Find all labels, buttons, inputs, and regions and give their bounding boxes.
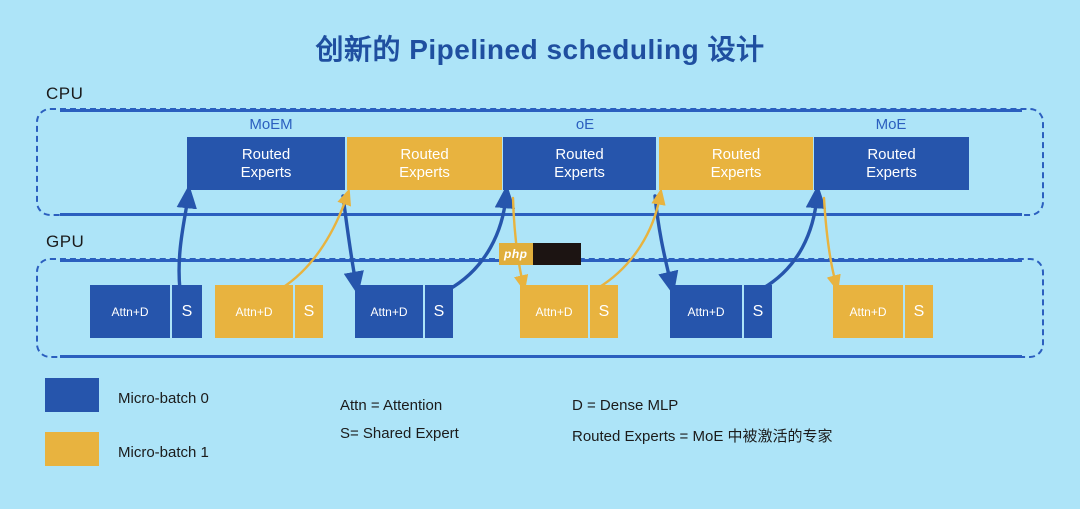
block-label-line2: Experts bbox=[710, 163, 762, 181]
cpu-lane-bottom-rail bbox=[60, 213, 1022, 216]
cpu-lane-top-rail bbox=[60, 109, 1022, 112]
php-logo-badge: php bbox=[499, 243, 533, 265]
block-label-line1: Routed bbox=[555, 145, 604, 163]
gpu-attention-dense-block: Attn+D bbox=[355, 285, 423, 338]
legend-label: Micro-batch 1 bbox=[118, 444, 209, 461]
gpu-attention-dense-block: Attn+D bbox=[670, 285, 742, 338]
cpu-group-caption: oE bbox=[575, 116, 595, 133]
block-label-line1: Routed bbox=[241, 145, 291, 163]
page-title: 创新的 Pipelined scheduling 设计 bbox=[315, 34, 765, 65]
block-label-line1: Routed bbox=[867, 145, 916, 163]
gpu-shared-expert-block: S bbox=[425, 285, 453, 338]
gpu-attention-dense-block: Attn+D bbox=[833, 285, 903, 338]
cpu-lane-label: CPU bbox=[46, 84, 84, 103]
gpu-shared-expert-block: S bbox=[590, 285, 618, 338]
block-label-line1: Routed bbox=[400, 145, 449, 163]
gpu-shared-expert-block: S bbox=[905, 285, 933, 338]
php-watermark: php bbox=[499, 243, 581, 265]
gpu-attention-dense-block: Attn+D bbox=[215, 285, 293, 338]
gpu-lane-bottom-rail bbox=[60, 355, 1022, 358]
block-label-line2: Experts bbox=[866, 163, 917, 181]
block-label-line1: Routed bbox=[711, 145, 761, 163]
gpu-lane-label: GPU bbox=[46, 232, 85, 251]
legend-color-swatch bbox=[45, 432, 99, 466]
cpu-group-caption: MoEM bbox=[249, 116, 293, 133]
legend-definition: Attn = Attention bbox=[340, 397, 443, 414]
gpu-shared-expert-block: S bbox=[172, 285, 202, 338]
block-label-line2: Experts bbox=[554, 163, 605, 181]
legend-definition: Routed Experts = MoE 中被激活的专家 bbox=[572, 428, 833, 445]
gpu-attention-dense-block: Attn+D bbox=[520, 285, 588, 338]
legend-definition: D = Dense MLP bbox=[572, 397, 679, 414]
legend-label: Micro-batch 0 bbox=[118, 390, 209, 407]
redaction-box bbox=[532, 243, 581, 265]
gpu-shared-expert-block: S bbox=[295, 285, 323, 338]
gpu-attention-dense-block: Attn+D bbox=[90, 285, 170, 338]
block-label-line2: Experts bbox=[399, 163, 450, 181]
cpu-group-caption: MoE bbox=[875, 116, 907, 133]
block-label-line2: Experts bbox=[240, 163, 292, 181]
legend-definition: S= Shared Expert bbox=[340, 425, 459, 442]
gpu-shared-expert-block: S bbox=[744, 285, 772, 338]
legend-color-swatch bbox=[45, 378, 99, 412]
